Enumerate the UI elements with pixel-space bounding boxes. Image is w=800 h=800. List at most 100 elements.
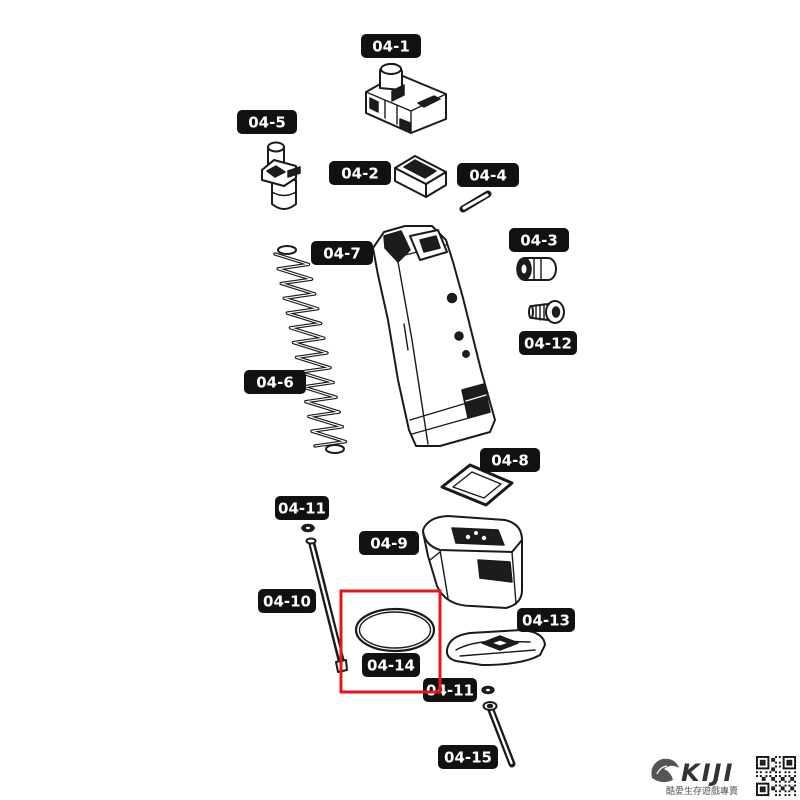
qr-module (794, 775, 797, 777)
part-label-text: 04-3 (520, 232, 558, 250)
qr-module (775, 765, 777, 768)
qr-module (778, 784, 781, 787)
qr-module (767, 794, 770, 797)
part-04-5-drawing (261, 141, 301, 210)
part-04-11-lower-drawing (481, 685, 495, 695)
qr-module (765, 756, 768, 758)
qr-module (763, 776, 766, 779)
qr-module (778, 790, 781, 793)
qr-module (794, 790, 797, 793)
qr-module (763, 763, 766, 766)
qr-module (763, 794, 766, 797)
qr-module (773, 769, 776, 772)
qr-module (794, 763, 797, 766)
qr-code (754, 754, 798, 798)
part-04-11-upper-drawing (301, 523, 315, 533)
qr-module (756, 788, 758, 791)
qr-module (767, 788, 770, 791)
qr-module (759, 775, 762, 777)
qr-module (788, 756, 791, 758)
qr-module (788, 771, 791, 774)
qr-module (756, 757, 758, 760)
brand-logo: KIJI 酷愛生存遊戲專賣 (651, 758, 738, 797)
qr-module (767, 756, 770, 758)
qr-module (756, 786, 758, 789)
qr-module (756, 792, 758, 795)
brand-name: KIJI (681, 759, 734, 787)
qr-module (792, 767, 795, 770)
qr-module (765, 782, 768, 785)
part-04-6-drawing (273, 245, 348, 454)
part-label-text: 04-11 (278, 500, 326, 518)
qr-module (794, 784, 797, 787)
qr-module (773, 776, 776, 779)
part-label-04-12: 04-12 (519, 331, 577, 355)
qr-module (756, 759, 758, 762)
qr-module (784, 794, 787, 797)
qr-module (778, 765, 781, 768)
qr-module (757, 756, 760, 758)
qr-module (761, 761, 764, 764)
part-04-12-drawing (528, 300, 565, 324)
qr-module (778, 771, 781, 774)
part-label-04-13: 04-13 (517, 608, 575, 632)
qr-module (792, 778, 795, 781)
qr-module (775, 775, 777, 777)
qr-module (773, 778, 776, 781)
qr-module (782, 765, 785, 768)
qr-module (778, 756, 781, 758)
qr-module (763, 767, 766, 770)
qr-module (775, 761, 777, 764)
qr-module (792, 756, 795, 758)
qr-module (759, 756, 762, 758)
qr-module (784, 780, 787, 783)
qr-module (761, 756, 764, 758)
qr-module (773, 786, 776, 789)
qr-module (769, 775, 772, 777)
qr-module (765, 767, 768, 770)
part-04-9-drawing (422, 515, 523, 609)
qr-module (792, 786, 795, 789)
qr-module (788, 775, 791, 777)
qr-module (775, 756, 777, 758)
qr-module (771, 788, 774, 791)
part-label-text: 04-6 (256, 374, 294, 392)
qr-module (761, 763, 764, 766)
qr-module (763, 756, 766, 758)
qr-module (763, 778, 766, 781)
qr-module (784, 790, 787, 793)
qr-module (794, 757, 797, 760)
qr-module (773, 767, 776, 770)
part-label-04-11-lower: 04-11 (423, 678, 477, 702)
qr-module (771, 769, 774, 772)
qr-module (767, 786, 770, 789)
qr-module (775, 790, 777, 793)
qr-module (759, 786, 762, 789)
qr-module (771, 767, 774, 770)
part-04-8-drawing (440, 463, 514, 507)
qr-module (767, 790, 770, 793)
qr-module (763, 759, 766, 762)
qr-module (759, 771, 762, 774)
qr-module (780, 788, 783, 791)
qr-module (786, 767, 789, 770)
qr-module (769, 771, 772, 774)
qr-module (767, 759, 770, 762)
qr-module (790, 761, 793, 764)
qr-module (792, 788, 795, 791)
qr-module (786, 763, 789, 766)
qr-module (759, 767, 762, 770)
qr-module (759, 761, 762, 764)
part-label-text: 04-2 (341, 165, 379, 183)
part-label-text: 04-13 (522, 612, 570, 630)
qr-module (784, 775, 787, 777)
qr-module (775, 771, 777, 774)
qr-module (790, 776, 793, 779)
qr-module (778, 794, 781, 797)
qr-module (782, 786, 785, 789)
qr-module (780, 786, 783, 789)
qr-module (786, 759, 789, 762)
qr-module (782, 759, 785, 762)
part-label-04-6: 04-6 (244, 370, 306, 394)
